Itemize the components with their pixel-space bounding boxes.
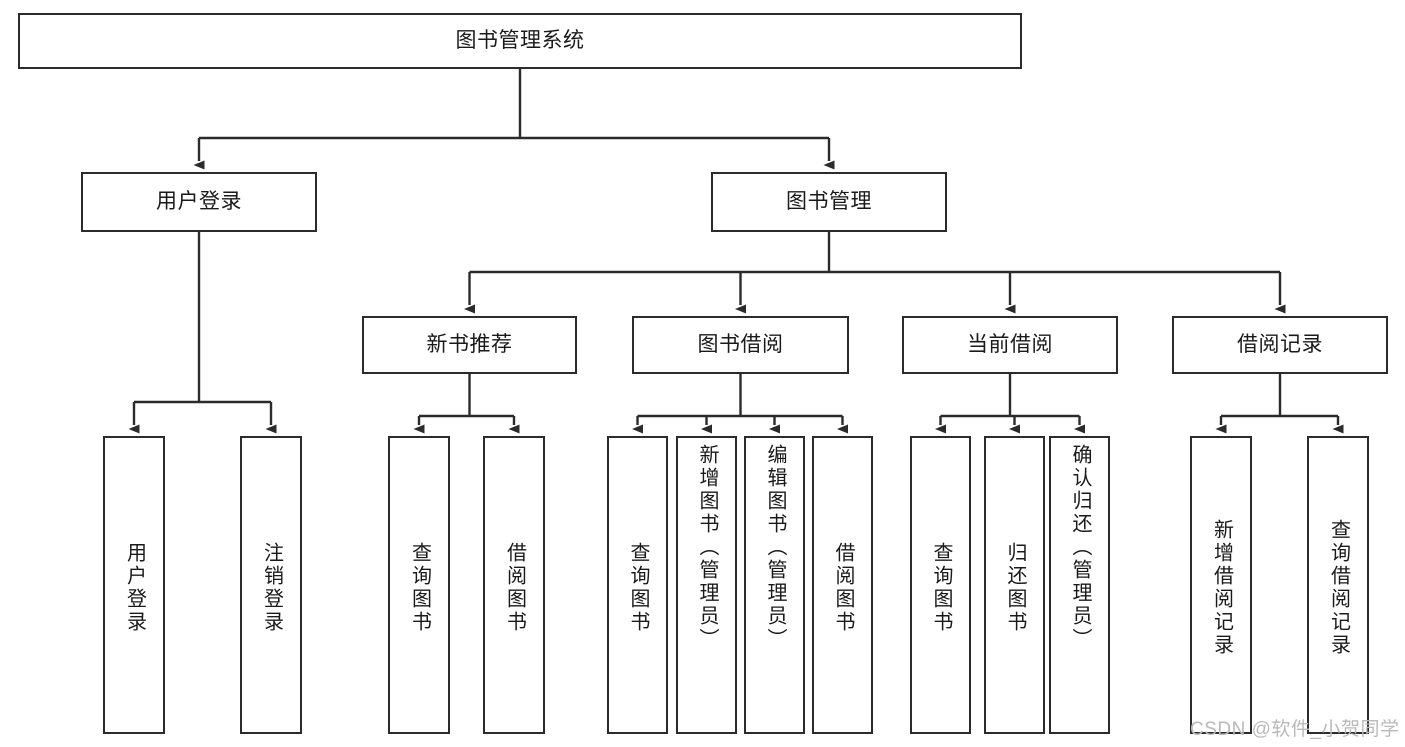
level3-node-label: 借阅记录: [1237, 333, 1323, 357]
leaf-node-6[interactable]: 编辑图书（管理员）: [744, 436, 805, 734]
leaf-node-label: 查询图书: [408, 542, 431, 634]
leaf-node-label: 新增借阅记录: [1210, 519, 1233, 657]
level3-node-2[interactable]: 当前借阅: [902, 316, 1118, 374]
level2-node-label: 图书管理: [786, 190, 872, 214]
leaf-node-3[interactable]: 借阅图书: [483, 436, 545, 734]
level3-node-label: 图书借阅: [697, 333, 784, 357]
leaf-node-2[interactable]: 查询图书: [388, 436, 450, 734]
leaf-node-label: 查询图书: [930, 542, 952, 634]
leaf-node-0[interactable]: 用户登录: [103, 436, 165, 734]
leaf-node-9[interactable]: 归还图书: [984, 436, 1045, 734]
leaf-node-4[interactable]: 查询图书: [607, 436, 668, 734]
leaf-node-7[interactable]: 借阅图书: [812, 436, 873, 734]
leaf-node-label: 查询图书: [627, 542, 649, 634]
level3-node-1[interactable]: 图书借阅: [632, 316, 849, 374]
level2-node-1[interactable]: 图书管理: [711, 172, 947, 232]
leaf-node-label: 新增图书（管理员）: [696, 444, 718, 651]
level3-node-label: 当前借阅: [967, 333, 1053, 357]
leaf-node-10[interactable]: 确认归还（管理员）: [1049, 436, 1110, 734]
level3-node-0[interactable]: 新书推荐: [362, 316, 577, 374]
root-node-label: 图书管理系统: [455, 29, 585, 53]
leaf-node-12[interactable]: 查询借阅记录: [1307, 436, 1369, 734]
leaf-node-label: 查询借阅记录: [1327, 519, 1350, 657]
level2-node-label: 用户登录: [156, 190, 242, 214]
leaf-node-8[interactable]: 查询图书: [910, 436, 971, 734]
leaf-node-label: 借阅图书: [503, 542, 526, 634]
root-node-0[interactable]: 图书管理系统: [18, 13, 1022, 69]
leaf-node-11[interactable]: 新增借阅记录: [1190, 436, 1252, 734]
leaf-node-label: 注销登录: [260, 542, 283, 634]
level3-node-3[interactable]: 借阅记录: [1172, 316, 1388, 374]
leaf-node-label: 归还图书: [1004, 542, 1026, 634]
watermark-text: CSDN @软件_小贺同学: [1190, 719, 1400, 740]
leaf-node-1[interactable]: 注销登录: [240, 436, 302, 734]
leaf-node-label: 确认归还（管理员）: [1069, 444, 1091, 651]
leaf-node-5[interactable]: 新增图书（管理员）: [676, 436, 737, 734]
leaf-node-label: 编辑图书（管理员）: [764, 444, 786, 651]
leaf-node-label: 借阅图书: [832, 542, 854, 634]
level3-node-label: 新书推荐: [426, 333, 513, 357]
level2-node-0[interactable]: 用户登录: [81, 172, 317, 232]
leaf-node-label: 用户登录: [123, 542, 146, 634]
